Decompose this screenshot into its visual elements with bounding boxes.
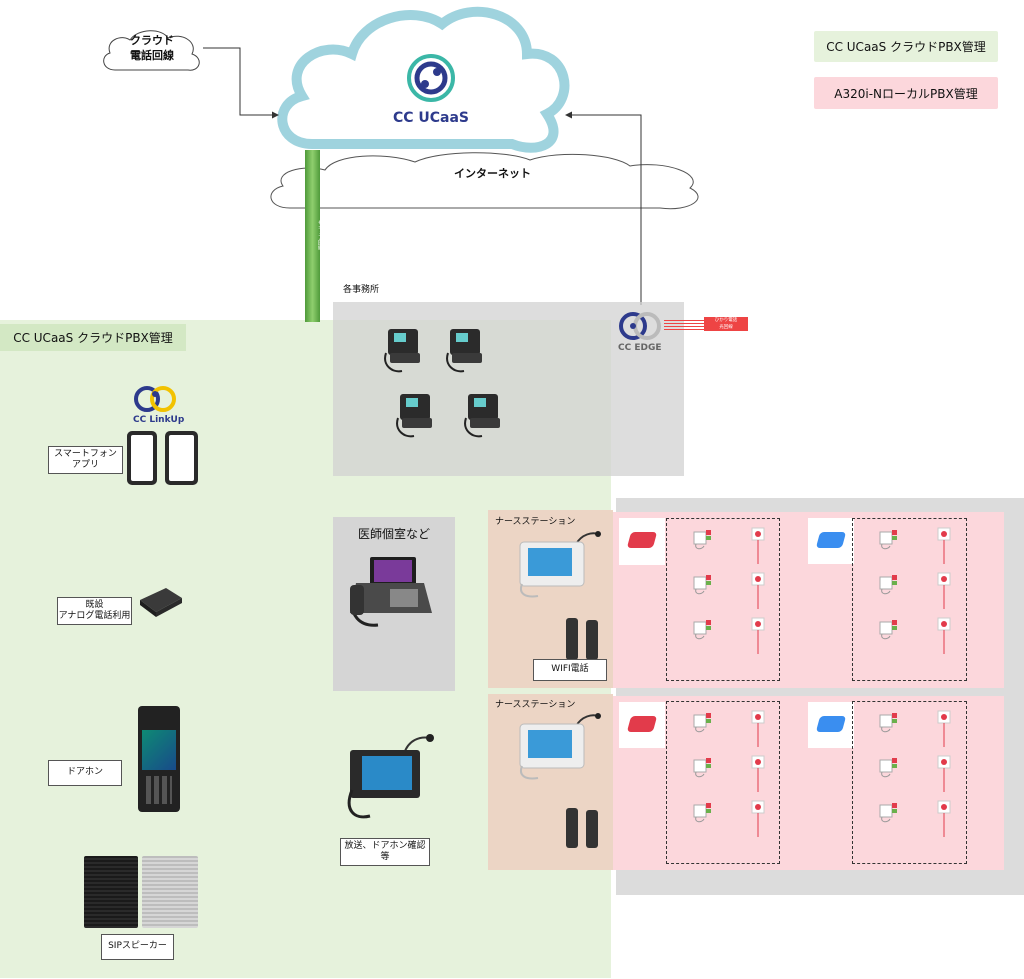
- broadcast-video-phone: [344, 730, 434, 820]
- pull-cord-switch: [750, 799, 766, 839]
- smartphone-app-label: スマートフォン アプリ: [48, 446, 123, 474]
- pull-cord-switch: [936, 709, 952, 749]
- pull-cord-switch: [750, 571, 766, 611]
- pull-cord-switch: [936, 616, 952, 656]
- legend-cloud-pbx: CC UCaaS クラウドPBX管理: [814, 31, 998, 62]
- wifi-phone-3: [566, 808, 578, 848]
- pull-cord-switch: [750, 754, 766, 794]
- pull-cord-switch: [936, 754, 952, 794]
- nurse-station-2-console: [518, 710, 602, 780]
- pull-cord-switch: [750, 526, 766, 566]
- analog-adapter: [138, 586, 184, 618]
- edge-logo-text: CC EDGE: [618, 343, 662, 353]
- ucaas-logo-text: CC UCaaS: [392, 110, 470, 126]
- office-phone-4: [462, 390, 512, 442]
- smartphone-1: [127, 431, 157, 485]
- office-phone-1: [382, 325, 432, 377]
- lamp-red-1: [619, 518, 665, 565]
- bedside-call-unit: [878, 711, 900, 733]
- office-phone-3: [394, 390, 444, 442]
- cloud-phone-line-shape: [100, 28, 205, 76]
- analog-phone-label: 既設 アナログ電話利用: [57, 597, 132, 625]
- cloud-pbx-panel-title: CC UCaaS クラウドPBX管理: [0, 324, 186, 351]
- edge-line-tag: ひかり電話 光回線: [704, 317, 748, 331]
- edge-line-stripes: [664, 318, 704, 330]
- office-title: 各事務所: [343, 285, 380, 295]
- bedside-call-unit: [692, 711, 714, 733]
- nurse-station-1-title: ナースステーション: [495, 517, 576, 527]
- wifi-phone-2: [586, 620, 598, 660]
- room-group-2b: [852, 701, 967, 864]
- bedside-call-unit: [878, 528, 900, 550]
- lamp-red-2: [619, 702, 665, 748]
- secure-line-bar: [305, 150, 320, 322]
- bedside-call-unit: [878, 573, 900, 595]
- cloud-phone-line-label: クラウド 電話回線: [130, 34, 174, 62]
- bedside-call-unit: [692, 618, 714, 640]
- bedside-call-unit: [692, 801, 714, 823]
- doctor-video-phone: [348, 555, 434, 631]
- bedside-call-unit: [878, 801, 900, 823]
- room-group-1a: [666, 518, 780, 681]
- internet-label: インターネット: [454, 167, 531, 180]
- office-phone-2: [444, 325, 494, 377]
- lamp-blue-2: [808, 702, 854, 748]
- secure-line-label: セキュア回線: [317, 220, 323, 250]
- doctor-room-title: 医師個室など: [357, 527, 430, 541]
- broadcast-label: 放送、ドアホン確認等: [340, 838, 430, 866]
- room-group-2a: [666, 701, 780, 864]
- edge-logo-icon: [618, 311, 664, 341]
- bedside-call-unit: [692, 756, 714, 778]
- doorphone-device: [138, 706, 180, 812]
- linkup-logo-icon: [133, 384, 183, 414]
- linkup-logo-text: CC LinkUp: [133, 415, 185, 425]
- pull-cord-switch: [936, 526, 952, 566]
- bedside-call-unit: [878, 756, 900, 778]
- nurse-station-2-title: ナースステーション: [495, 700, 576, 710]
- wifi-phone-4: [586, 810, 598, 848]
- pull-cord-switch: [936, 799, 952, 839]
- sip-speaker-label: SIPスピーカー: [101, 934, 174, 960]
- sip-speaker-black: [84, 856, 138, 928]
- sip-speaker-silver: [142, 856, 198, 928]
- lamp-blue-1: [808, 518, 854, 564]
- ucaas-logo-icon: [401, 52, 461, 108]
- wifi-phone-1: [566, 618, 578, 660]
- cloud-ucaas: [272, 4, 577, 154]
- bedside-call-unit: [692, 573, 714, 595]
- pull-cord-switch: [750, 616, 766, 656]
- pull-cord-switch: [750, 709, 766, 749]
- room-group-1b: [852, 518, 967, 681]
- doorphone-label: ドアホン: [48, 760, 122, 786]
- wifi-phone-label: WIFI電話: [533, 659, 607, 681]
- smartphone-2: [165, 431, 198, 485]
- pull-cord-switch: [936, 571, 952, 611]
- bedside-call-unit: [692, 528, 714, 550]
- internet-cloud-shape: [265, 150, 710, 216]
- legend-local-pbx: A320i-NローカルPBX管理: [814, 77, 998, 109]
- nurse-station-1-console: [518, 528, 602, 598]
- bedside-call-unit: [878, 618, 900, 640]
